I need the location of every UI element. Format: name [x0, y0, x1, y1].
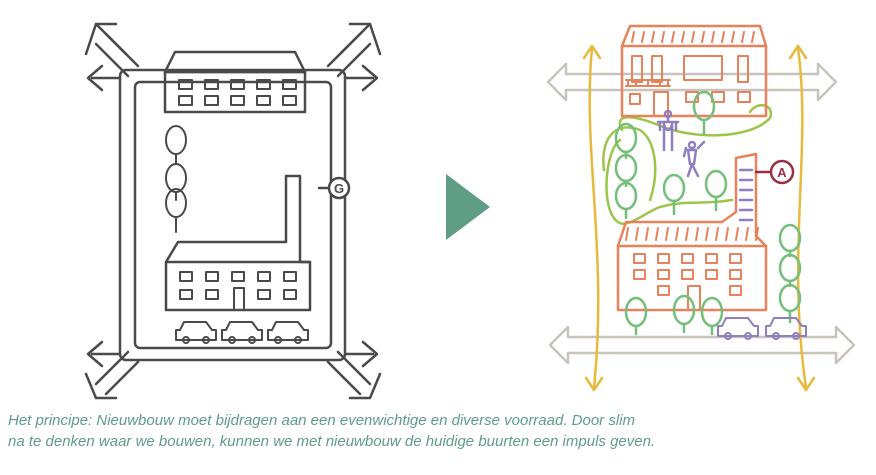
play-arrow-icon [446, 174, 490, 240]
caption-line-2: na te denken waar we bouwen, kunnen we m… [8, 433, 656, 450]
top-building [163, 50, 307, 114]
arrow-top-left [84, 22, 140, 78]
arrow-top-right [326, 22, 382, 78]
tree-column [165, 125, 187, 233]
green-path [602, 103, 773, 225]
badge-left-label: G [334, 181, 344, 196]
badge-right-label: A [777, 165, 787, 180]
current-situation-sketch [84, 22, 382, 400]
facility-badge-right: A [769, 159, 795, 185]
principle-diagram: G [84, 22, 856, 400]
arrow-bottom-right [326, 350, 382, 400]
facility-badge-left: G [327, 176, 351, 200]
new-situation-sketch [546, 24, 856, 392]
people-figures [656, 109, 706, 178]
new-trees [614, 90, 802, 336]
figure-caption: Het principe: Nieuwbouw moet bijdragen a… [8, 410, 868, 452]
new-cars [717, 317, 807, 340]
tower-windows [738, 168, 754, 222]
top-new-building [620, 24, 768, 118]
arrow-bottom-left [84, 350, 140, 400]
caption-line-1: Het principe: Nieuwbouw moet bijdragen a… [8, 412, 636, 429]
parked-cars [175, 321, 309, 344]
bottom-new-building [616, 152, 768, 312]
bottom-building [164, 174, 312, 312]
